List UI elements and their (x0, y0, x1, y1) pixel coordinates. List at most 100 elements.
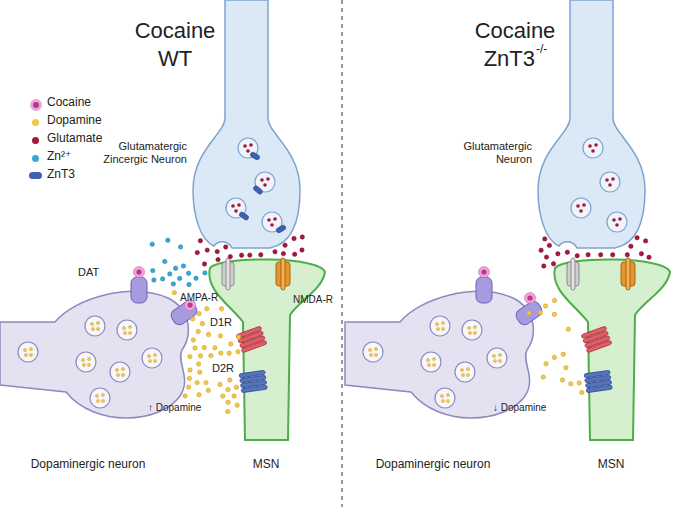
dopamine-molecule (564, 366, 568, 370)
dopamine-molecule (198, 370, 202, 374)
glutamate-molecule (565, 250, 569, 254)
glutamate-molecule (547, 243, 551, 247)
dopamine-molecule (206, 332, 210, 336)
dopamine-molecule (232, 394, 236, 398)
panel-title: ZnT3 (484, 46, 535, 71)
dopamine-molecule (236, 350, 240, 354)
glutamate-molecule (551, 262, 555, 266)
glutamate-molecule (215, 249, 219, 253)
part-label: MSN (236, 458, 296, 472)
zinc-ion (150, 242, 154, 246)
panel-title: Cocaine (435, 18, 595, 43)
zinc-ion (203, 271, 207, 275)
dopamine-molecule (221, 394, 225, 398)
zinc-ion (181, 264, 185, 268)
legend-swatch (32, 137, 39, 144)
glutamate-molecule (248, 253, 252, 257)
dopamine-molecule (205, 307, 209, 311)
legend-text: ZnT3 (47, 168, 75, 182)
glutamate-molecule (195, 250, 199, 254)
dopamine-molecule (213, 346, 217, 350)
dopamine-molecule (183, 394, 187, 398)
glutamate-molecule (259, 253, 263, 257)
glutamate-molecule (239, 253, 243, 257)
dopamine-molecule (552, 355, 556, 359)
glutamate-molecule (293, 252, 297, 256)
glutamate-molecule (556, 252, 560, 256)
glutamate-molecule (643, 239, 647, 243)
dopamine-molecule (577, 381, 581, 385)
dopamine-molecule (197, 393, 201, 397)
glutamate-molecule (543, 237, 547, 241)
cocaine-molecule (479, 267, 490, 278)
zinc-ion (160, 277, 164, 281)
dopamine-molecule (226, 400, 230, 404)
dopamine-molecule (580, 390, 584, 394)
dopamine-molecule (561, 352, 565, 356)
part-label: D1R (210, 316, 240, 329)
dopamine-molecule (191, 338, 195, 342)
part-label: D2R (212, 362, 242, 375)
legend-swatch (32, 119, 39, 126)
legend-swatch (30, 99, 42, 111)
panel-title: -/- (536, 43, 547, 57)
wt-synapse (0, 0, 325, 440)
zinc-ion (186, 271, 190, 275)
dopamine-molecule (218, 382, 222, 386)
dopamine-molecule (188, 368, 192, 372)
legend-text: Dopamine (47, 114, 102, 128)
dopamine-molecule (187, 376, 191, 380)
glutamate-molecule (198, 239, 202, 243)
dopamine-molecule (204, 380, 208, 384)
zinc-ion (173, 266, 177, 270)
glutamate-molecule (647, 255, 651, 259)
legend-text: Zn²⁺ (47, 150, 71, 164)
part-label: Glutamatergic Neuron (442, 140, 532, 165)
dopamine-molecule (566, 327, 570, 331)
dopamine-molecule (560, 378, 564, 382)
dopamine-molecule (196, 362, 200, 366)
dopamine-molecule (544, 362, 548, 366)
zinc-ion (194, 276, 198, 280)
dopamine-molecule (552, 298, 556, 302)
dopamine-molecule (198, 354, 202, 358)
glutamate-molecule (281, 251, 285, 255)
glutamate-molecule (228, 254, 232, 258)
part-label: ↑ Dopamine (148, 402, 220, 414)
glutamate-molecule (283, 243, 287, 247)
legend-text: Cocaine (47, 96, 91, 110)
glutamate-molecule (273, 250, 277, 254)
dopamine-molecule (552, 312, 556, 316)
zinc-ion (166, 238, 170, 242)
glutamate-molecule (202, 262, 206, 266)
glutamate-molecule (539, 248, 543, 252)
dopamine-molecule (226, 387, 230, 391)
dopamine-molecule (196, 329, 200, 333)
zinc-ion (178, 276, 182, 280)
zinc-ion (178, 245, 182, 249)
glutamate-molecule (544, 255, 548, 259)
dopamine-molecule (226, 409, 230, 413)
panel-title: Cocaine (95, 18, 255, 43)
zinc-ion (187, 282, 191, 286)
dopamine-molecule (195, 380, 199, 384)
dopamine-molecule (219, 351, 223, 355)
dopamine-molecule (218, 334, 222, 338)
molecules (134, 151, 652, 413)
cocaine-molecule (525, 293, 536, 304)
legend-swatch (32, 155, 39, 162)
part-label: Dopaminergic neuron (13, 458, 163, 472)
znt3-transporter (249, 151, 260, 160)
dopamine-molecule (543, 304, 547, 308)
legend-text: Glutamate (47, 132, 102, 146)
znt3-transporter (253, 185, 264, 195)
glutamate-molecule (635, 236, 639, 240)
dopamine-molecule (206, 388, 210, 392)
cocaine-molecule (481, 269, 486, 274)
glutamate-molecule (611, 253, 615, 257)
dopamine-molecule (193, 346, 197, 350)
glutamate-molecule (292, 236, 296, 240)
dopamine-molecule (172, 290, 176, 294)
